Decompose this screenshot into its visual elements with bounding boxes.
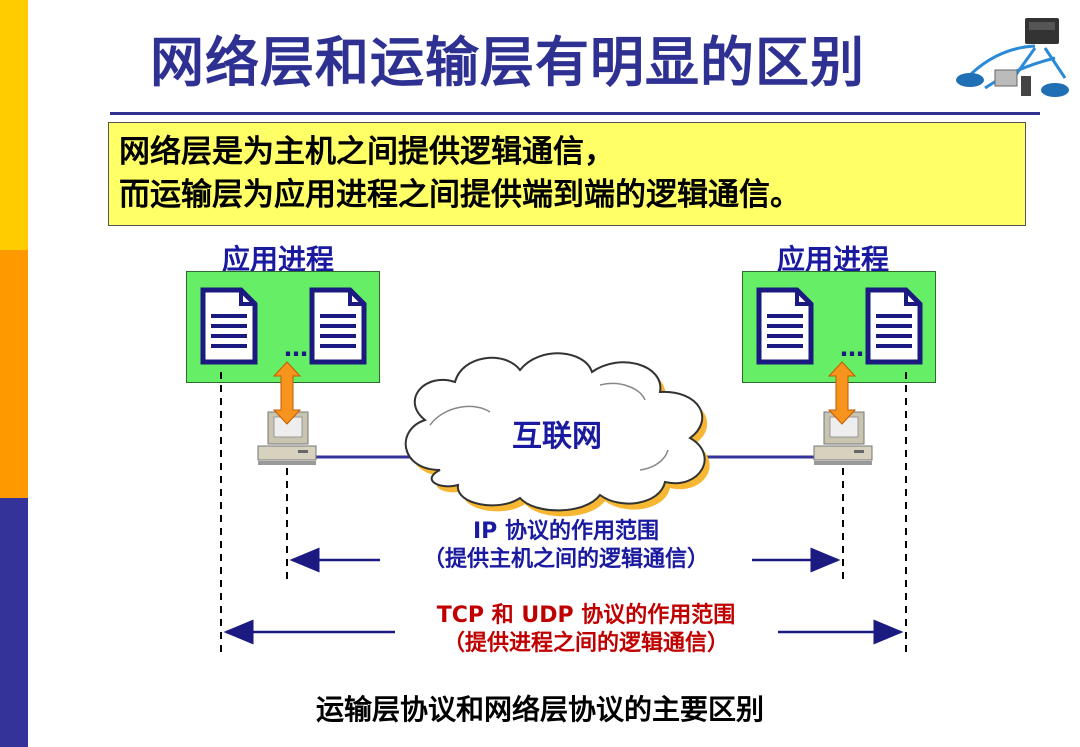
sidebar-blue xyxy=(0,498,28,747)
left-ellipsis: … xyxy=(284,334,308,362)
tcp-scope-line-2: （提供进程之间的逻辑通信） xyxy=(442,631,729,656)
computer-icon xyxy=(813,411,873,465)
sidebar-orange xyxy=(0,250,28,498)
computer-icon xyxy=(257,411,317,465)
left-process-label: 应用进程 xyxy=(222,243,335,276)
ip-scope-line-2: （提供主机之间的逻辑通信） xyxy=(422,547,709,572)
document-icon xyxy=(200,287,258,365)
right-process-label: 应用进程 xyxy=(777,243,890,276)
callout-line-2: 而运输层为应用进程之间提供端到端的逻辑通信。 xyxy=(119,177,801,213)
callout-box: 网络层是为主机之间提供逻辑通信， 而运输层为应用进程之间提供端到端的逻辑通信。 xyxy=(108,122,1026,226)
footer-caption: 运输层协议和网络层协议的主要区别 xyxy=(315,693,764,726)
cloud-icon xyxy=(404,352,710,517)
document-icon xyxy=(865,287,923,365)
title-rule xyxy=(110,112,1040,115)
document-icon xyxy=(309,287,367,365)
ip-scope-caption: IP 协议的作用范围 （提供主机之间的逻辑通信） xyxy=(376,518,756,574)
tcp-scope-caption: TCP 和 UDP 协议的作用范围 （提供进程之间的逻辑通信） xyxy=(390,602,782,658)
cloud-label: 互联网 xyxy=(512,419,602,454)
sidebar-yellow xyxy=(0,0,28,250)
document-icon xyxy=(756,287,814,365)
callout-line-1: 网络层是为主机之间提供逻辑通信， xyxy=(119,134,615,170)
slide-title: 网络层和运输层有明显的区别 xyxy=(150,31,865,94)
ip-scope-line-1: IP 协议的作用范围 xyxy=(473,519,659,544)
right-ellipsis: … xyxy=(840,334,864,362)
double-arrow-icon xyxy=(272,361,302,425)
double-arrow-icon xyxy=(827,361,857,425)
tcp-scope-line-1: TCP 和 UDP 协议的作用范围 xyxy=(436,603,736,628)
